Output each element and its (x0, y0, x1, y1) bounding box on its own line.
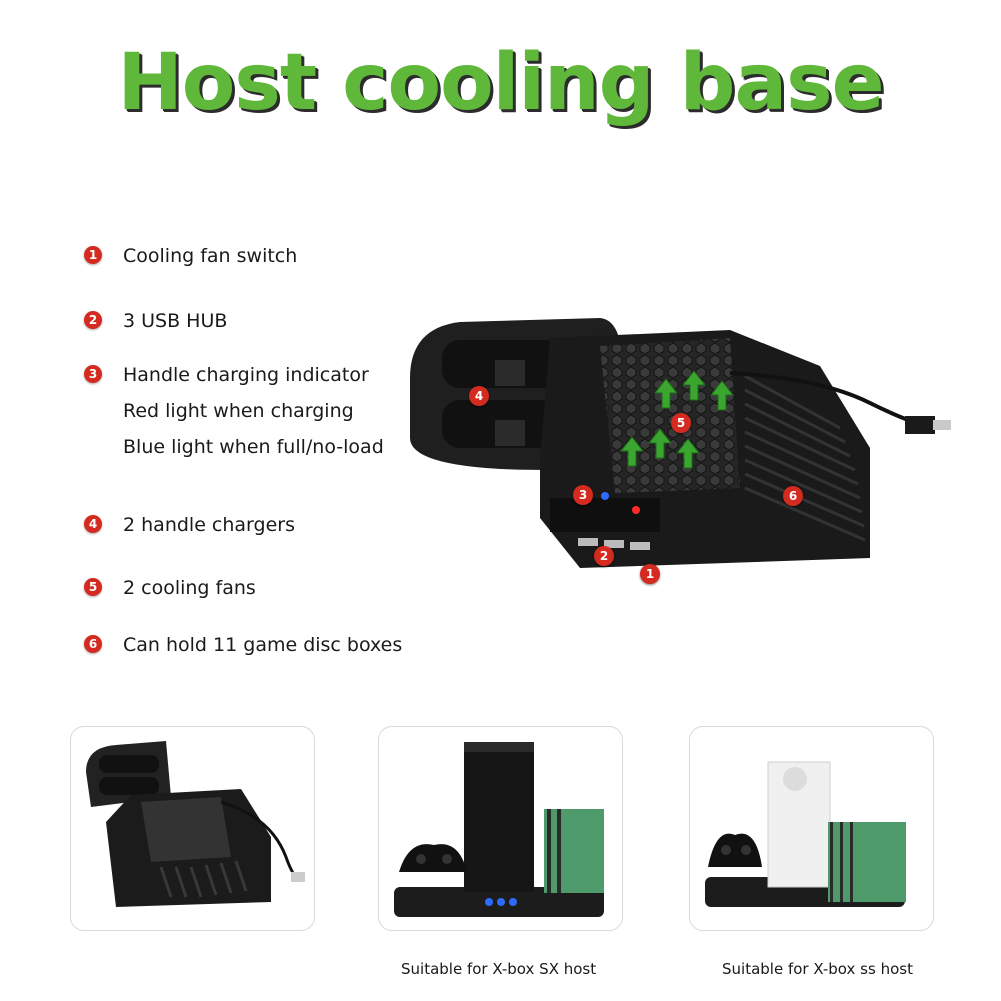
cooling-base-illustration (410, 318, 951, 568)
number-badge-icon: 1 (84, 246, 102, 264)
xbox-sx-setup-illustration (394, 742, 604, 917)
product-photo-base (70, 726, 315, 931)
number-badge-icon: 3 (84, 365, 102, 383)
number-badge-icon: 4 (84, 515, 102, 533)
feature-text: 2 handle chargers (123, 514, 295, 536)
marker-3: 3 (573, 485, 593, 505)
number-badge-icon: 5 (84, 578, 102, 596)
xbox-ss-setup-illustration (705, 761, 906, 907)
feature-text: Red light when charging (123, 400, 354, 422)
page-title: Host cooling base (117, 38, 885, 128)
feature-text: Handle charging indicator (123, 364, 369, 386)
marker-5: 5 (671, 413, 691, 433)
caption-sx: Suitable for X-box SX host (401, 960, 597, 978)
marker-6: 6 (783, 486, 803, 506)
product-photo-sx (378, 726, 623, 931)
caption-ss: Suitable for X-box ss host (722, 960, 913, 978)
number-badge-icon: 2 (84, 311, 102, 329)
feature-text: 2 cooling fans (123, 577, 256, 599)
base-angled-illustration (86, 741, 305, 907)
feature-text: Cooling fan switch (123, 245, 298, 267)
number-badge-icon: 6 (84, 635, 102, 653)
feature-text: Blue light when full/no-load (123, 436, 384, 458)
feature-text: 3 USB HUB (123, 310, 228, 332)
marker-1: 1 (640, 564, 660, 584)
feature-text: Can hold 11 game disc boxes (123, 634, 403, 656)
marker-4: 4 (469, 386, 489, 406)
cooling-base-product-image: 1 2 3 4 5 6 (400, 318, 960, 622)
product-photo-ss (689, 726, 934, 931)
marker-2: 2 (594, 546, 614, 566)
